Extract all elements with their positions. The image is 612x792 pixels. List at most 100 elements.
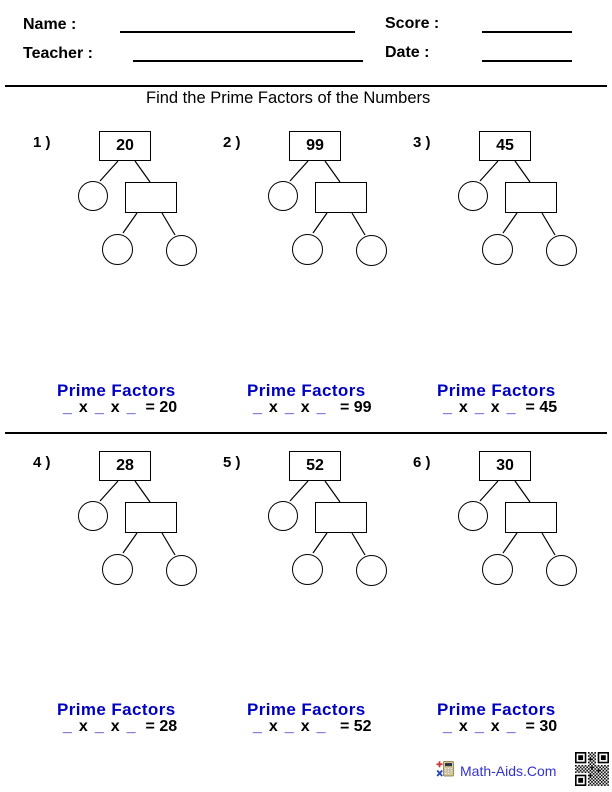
blank-slot[interactable]: _ [63,399,72,416]
problem-number-label: 6 ) [413,454,431,471]
prime-factors-heading: Prime Factors [57,700,176,719]
composite-answer-box[interactable] [315,182,367,213]
qr-code [575,752,609,786]
factor-answer-circle[interactable] [458,181,488,211]
times-sign: x [110,399,120,416]
blank-slot[interactable]: _ [443,399,452,416]
prime-factors-heading: Prime Factors [57,381,176,400]
times-sign: x [78,718,88,735]
composite-answer-box[interactable] [125,502,177,533]
prime-factors-equation: _x_x_ = 52 [253,718,372,736]
blank-slot[interactable]: _ [443,718,452,735]
factor-answer-circle[interactable] [268,181,298,211]
blank-slot[interactable]: _ [63,718,72,735]
composite-number: 45 [496,137,514,154]
teacher-label: Teacher : [23,45,93,62]
composite-number: 99 [306,137,324,154]
times-sign: x [110,718,120,735]
equation-result: = 99 [335,399,372,416]
times-sign: x [78,399,88,416]
composite-number: 30 [496,457,514,474]
factor-tree-problem-3: 3 ) 45 [400,120,590,280]
prime-factors-equation: _ x _ x _ = 99 [253,399,372,417]
calculator-icon [436,761,454,777]
factor-answer-circle[interactable] [166,555,197,586]
composite-number-box: 30 [479,451,531,481]
composite-number-box: 52 [289,451,341,481]
page-title: Find the Prime Factors of the Numbers [146,89,431,107]
date-label: Date : [385,44,430,61]
composite-answer-box[interactable] [315,502,367,533]
composite-number-box: 20 [99,131,151,161]
composite-number: 28 [116,457,134,474]
factor-tree-problem-2: 2 ) 99 [210,120,400,280]
factor-answer-circle[interactable] [546,555,577,586]
section-divider [5,432,607,434]
composite-answer-box[interactable] [505,502,557,533]
factor-answer-circle[interactable] [458,501,488,531]
times-sign: x [490,399,500,416]
blank-slot[interactable]: _ [474,399,484,416]
composite-answer-box[interactable] [505,182,557,213]
tree-branch-lines [479,480,556,556]
blank-slot[interactable]: _ [474,718,484,735]
factor-answer-circle[interactable] [546,235,577,266]
prime-factors-heading: Prime Factors [437,700,556,719]
problem-number-label: 4 ) [33,454,51,471]
problem-number-label: 1 ) [33,134,51,151]
equation-result: = 45 [525,399,558,416]
problem-number-label: 3 ) [413,134,431,151]
factor-answer-circle[interactable] [356,235,387,266]
blank-slot[interactable]: _ [284,718,294,735]
score-label: Score : [385,15,440,32]
blank-slot[interactable]: _ [94,718,104,735]
factor-answer-circle[interactable] [102,554,133,585]
equation-result: = 52 [335,718,372,735]
factor-answer-circle[interactable] [482,234,513,265]
problem-number-label: 2 ) [223,134,241,151]
composite-answer-box[interactable] [125,182,177,213]
brand-link[interactable]: Math-Aids.Com [460,763,557,779]
composite-number-box: 99 [289,131,341,161]
times-sign: x [268,399,278,416]
equation-result: = 28 [145,718,178,735]
factor-answer-circle[interactable] [78,181,108,211]
blank-slot[interactable]: _ [126,718,136,735]
tree-branch-lines [99,160,176,236]
blank-slot[interactable]: _ [316,718,326,735]
equation-result: = 20 [145,399,178,416]
factor-answer-circle[interactable] [482,554,513,585]
date-field-line[interactable] [482,60,572,62]
teacher-field-line[interactable] [133,60,363,62]
header-divider [5,85,607,87]
prime-factors-heading: Prime Factors [437,381,556,400]
name-field-line[interactable] [120,31,355,33]
blank-slot[interactable]: _ [284,399,294,416]
times-sign: x [458,718,468,735]
prime-factors-equation: _ x _ x _ = 28 [63,718,177,736]
blank-slot[interactable]: _ [316,399,326,416]
prime-factors-equation: _ x _ x _ = 20 [63,399,177,417]
factor-answer-circle[interactable] [78,501,108,531]
factor-answer-circle[interactable] [166,235,197,266]
times-sign: x [300,399,310,416]
blank-slot[interactable]: _ [94,399,104,416]
factor-answer-circle[interactable] [292,554,323,585]
score-field-line[interactable] [482,31,572,33]
blank-slot[interactable]: _ [126,399,136,416]
factor-answer-circle[interactable] [292,234,323,265]
blank-slot[interactable]: _ [253,399,262,416]
blank-slot[interactable]: _ [506,718,516,735]
prime-factors-heading: Prime Factors [247,700,366,719]
times-sign: x [268,718,278,735]
times-sign: x [490,718,500,735]
blank-slot[interactable]: _ [506,399,516,416]
factor-answer-circle[interactable] [356,555,387,586]
tree-branch-lines [479,160,556,236]
blank-slot[interactable]: _ [253,718,262,735]
factor-answer-circle[interactable] [102,234,133,265]
equation-result: = 30 [525,718,558,735]
composite-number-box: 45 [479,131,531,161]
factor-answer-circle[interactable] [268,501,298,531]
